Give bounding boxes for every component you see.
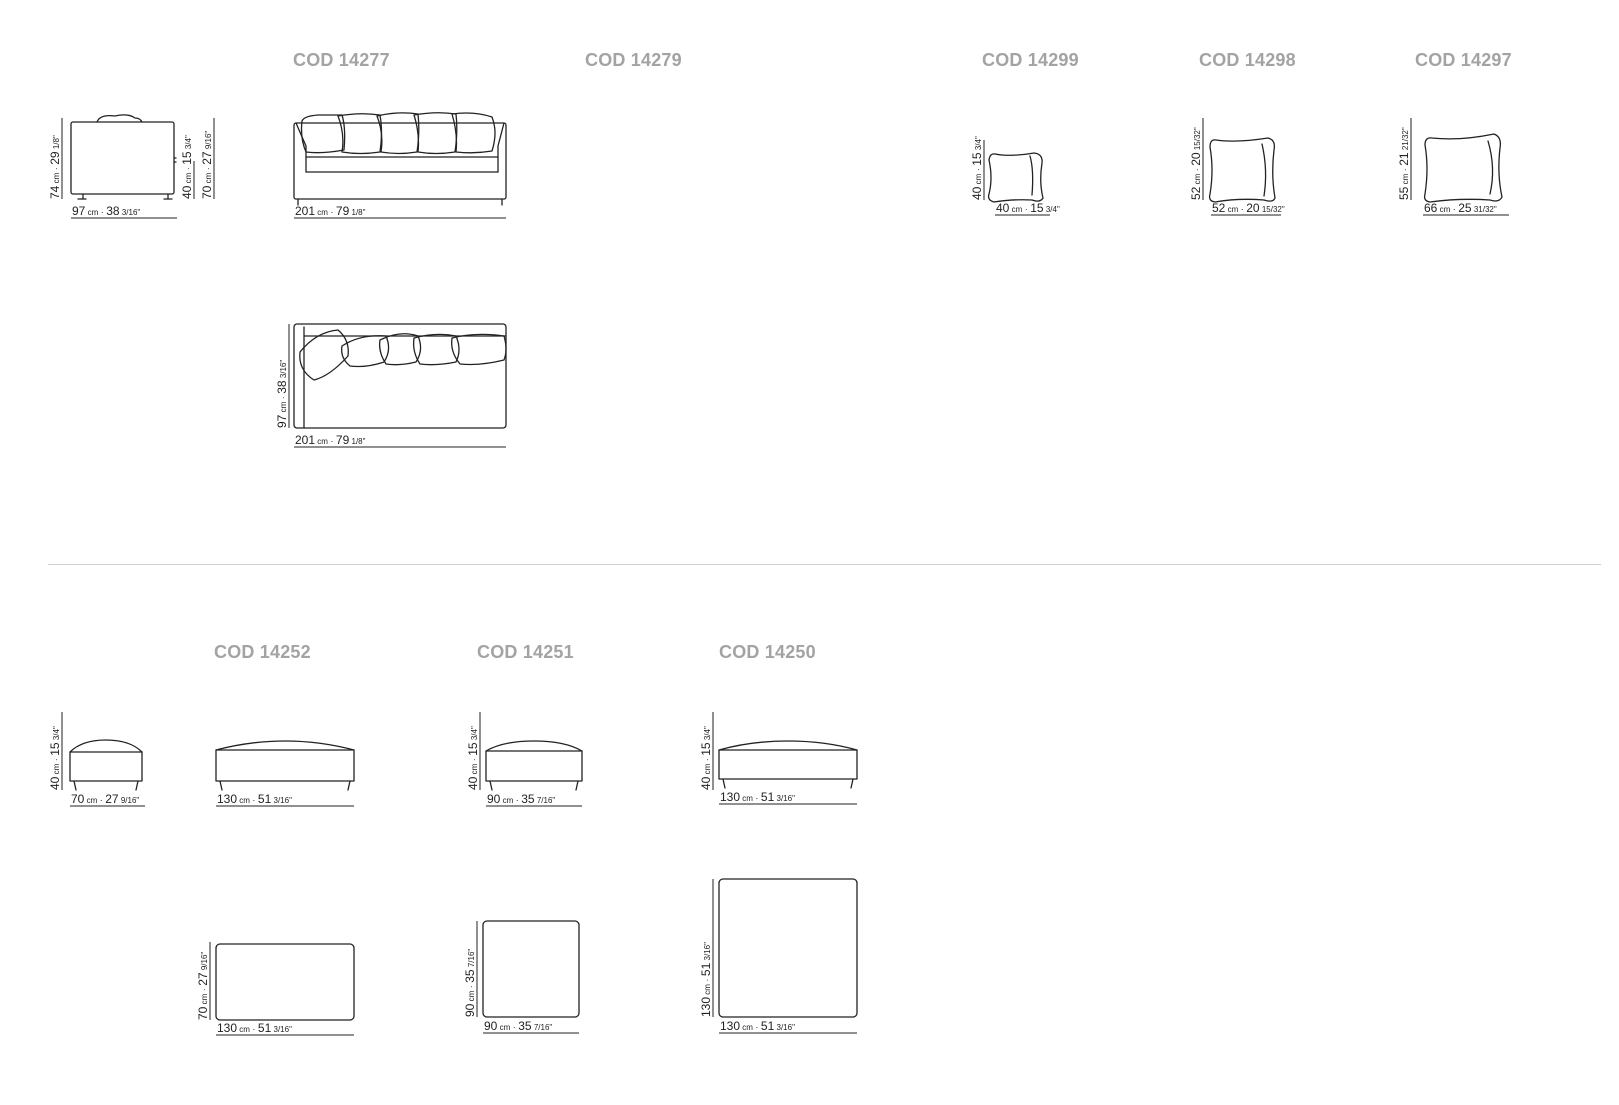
- dimension-label: 90 cm · 35 7/16": [463, 921, 478, 1017]
- dimension-label: 97 cm · 38 3/16": [275, 324, 290, 428]
- pouf-14252-side-view-drawing: [69, 739, 143, 791]
- dimension-text: 40 cm · 15 3/4": [996, 201, 1060, 215]
- dimension-text: 130 cm · 51 3/16": [720, 790, 795, 804]
- dimension-label: 52 cm · 20 15/32": [1189, 118, 1204, 200]
- dimension-label: 70 cm · 27 9/16": [196, 942, 211, 1020]
- dimension-text: 97 cm · 38 3/16": [275, 360, 289, 428]
- dimension-label: 130 cm · 51 3/16": [216, 792, 354, 807]
- dimension-text: 130 cm · 51 3/16": [217, 792, 292, 806]
- dimension-label: 130 cm · 51 3/16": [699, 879, 714, 1017]
- cushion-14299-drawing: [987, 152, 1044, 203]
- dimension-label: 130 cm · 51 3/16": [216, 1021, 354, 1036]
- dimension-text: 70 cm · 27 9/16": [196, 952, 210, 1020]
- dimension-text: 201 cm · 79 1/8": [295, 433, 366, 447]
- code-label-14251: COD 14251: [477, 642, 574, 662]
- dimension-label: 201 cm · 79 1/8": [294, 204, 506, 219]
- dimension-text: 74 cm · 29 1/8": [48, 135, 62, 199]
- code-label-14297: COD 14297: [1415, 50, 1512, 70]
- dimension-text: 55 cm · 21 21/32": [1397, 127, 1411, 200]
- dimension-text: 52 cm · 20 15/32": [1212, 201, 1285, 215]
- dimension-text: 40 cm · 15 3/4": [466, 726, 480, 790]
- pouf-14252-front-view-drawing: [215, 740, 355, 791]
- dimension-text: 40 cm · 15 3/4": [970, 136, 984, 200]
- dimension-text: 90 cm · 35 7/16": [487, 792, 555, 806]
- sofa-front-view-drawing: [293, 112, 507, 206]
- dimension-label: 40 cm · 15 3/4": [180, 135, 195, 199]
- pouf-14251-top-view-drawing: [482, 920, 580, 1018]
- dimension-text: 70 cm · 27 9/16": [200, 131, 214, 199]
- dimension-label: 70 cm · 27 9/16": [70, 792, 145, 807]
- dimension-text: 97 cm · 38 3/16": [72, 204, 140, 218]
- dimension-label: 70 cm · 27 9/16": [200, 118, 215, 199]
- dimension-text: 52 cm · 20 15/32": [1189, 127, 1203, 200]
- dimension-text: 90 cm · 35 7/16": [463, 949, 477, 1017]
- dimension-label: 130 cm · 51 3/16": [719, 790, 857, 805]
- dimension-label: 52 cm · 20 15/32": [1211, 201, 1285, 216]
- dimension-text: 130 cm · 51 3/16": [699, 942, 713, 1017]
- dimension-label: 40 cm · 15 3/4": [466, 712, 481, 790]
- dimension-label: 55 cm · 21 21/32": [1397, 118, 1412, 200]
- cushion-14297-drawing: [1423, 133, 1503, 203]
- dimension-text: 90 cm · 35 7/16": [484, 1019, 552, 1033]
- pouf-14252-top-view-drawing: [215, 943, 355, 1021]
- dimension-label: 66 cm · 25 31/32": [1423, 201, 1509, 216]
- dimension-label: 90 cm · 35 7/16": [483, 1019, 579, 1034]
- code-label-14252: COD 14252: [214, 642, 311, 662]
- sofa-top-view-drawing: [293, 323, 507, 429]
- dimension-text: 40 cm · 15 3/4": [699, 726, 713, 790]
- dimension-label: 40 cm · 15 3/4": [995, 201, 1060, 216]
- code-label-14279: COD 14279: [585, 50, 682, 70]
- dimension-label: 130 cm · 51 3/16": [719, 1019, 857, 1034]
- dimension-label: 74 cm · 29 1/8": [48, 118, 63, 199]
- code-label-14298: COD 14298: [1199, 50, 1296, 70]
- pouf-14250-side-view-drawing: [718, 740, 858, 789]
- code-label-14250: COD 14250: [719, 642, 816, 662]
- dimension-label: 40 cm · 15 3/4": [48, 712, 63, 790]
- dimension-label: 40 cm · 15 3/4": [699, 712, 714, 790]
- dimension-text: 40 cm · 15 3/4": [48, 726, 62, 790]
- section-divider: [48, 564, 1601, 565]
- dimension-label: 90 cm · 35 7/16": [486, 792, 582, 807]
- code-label-14299: COD 14299: [982, 50, 1079, 70]
- dimension-text: 201 cm · 79 1/8": [295, 204, 366, 218]
- sofa-side-view-drawing: [70, 114, 177, 200]
- dimension-text: 70 cm · 27 9/16": [71, 792, 139, 806]
- code-label-14277: COD 14277: [293, 50, 390, 70]
- dimension-label: 97 cm · 38 3/16": [71, 204, 177, 219]
- dimension-label: 40 cm · 15 3/4": [970, 136, 985, 200]
- pouf-14250-top-view-drawing: [718, 878, 858, 1018]
- dimension-text: 130 cm · 51 3/16": [720, 1019, 795, 1033]
- pouf-14251-side-view-drawing: [485, 740, 583, 791]
- cushion-14298-drawing: [1208, 137, 1276, 203]
- dimension-label: 201 cm · 79 1/8": [294, 433, 506, 448]
- dimension-text: 130 cm · 51 3/16": [217, 1021, 292, 1035]
- dimension-text: 40 cm · 15 3/4": [180, 135, 194, 199]
- dimension-text: 66 cm · 25 31/32": [1424, 201, 1497, 215]
